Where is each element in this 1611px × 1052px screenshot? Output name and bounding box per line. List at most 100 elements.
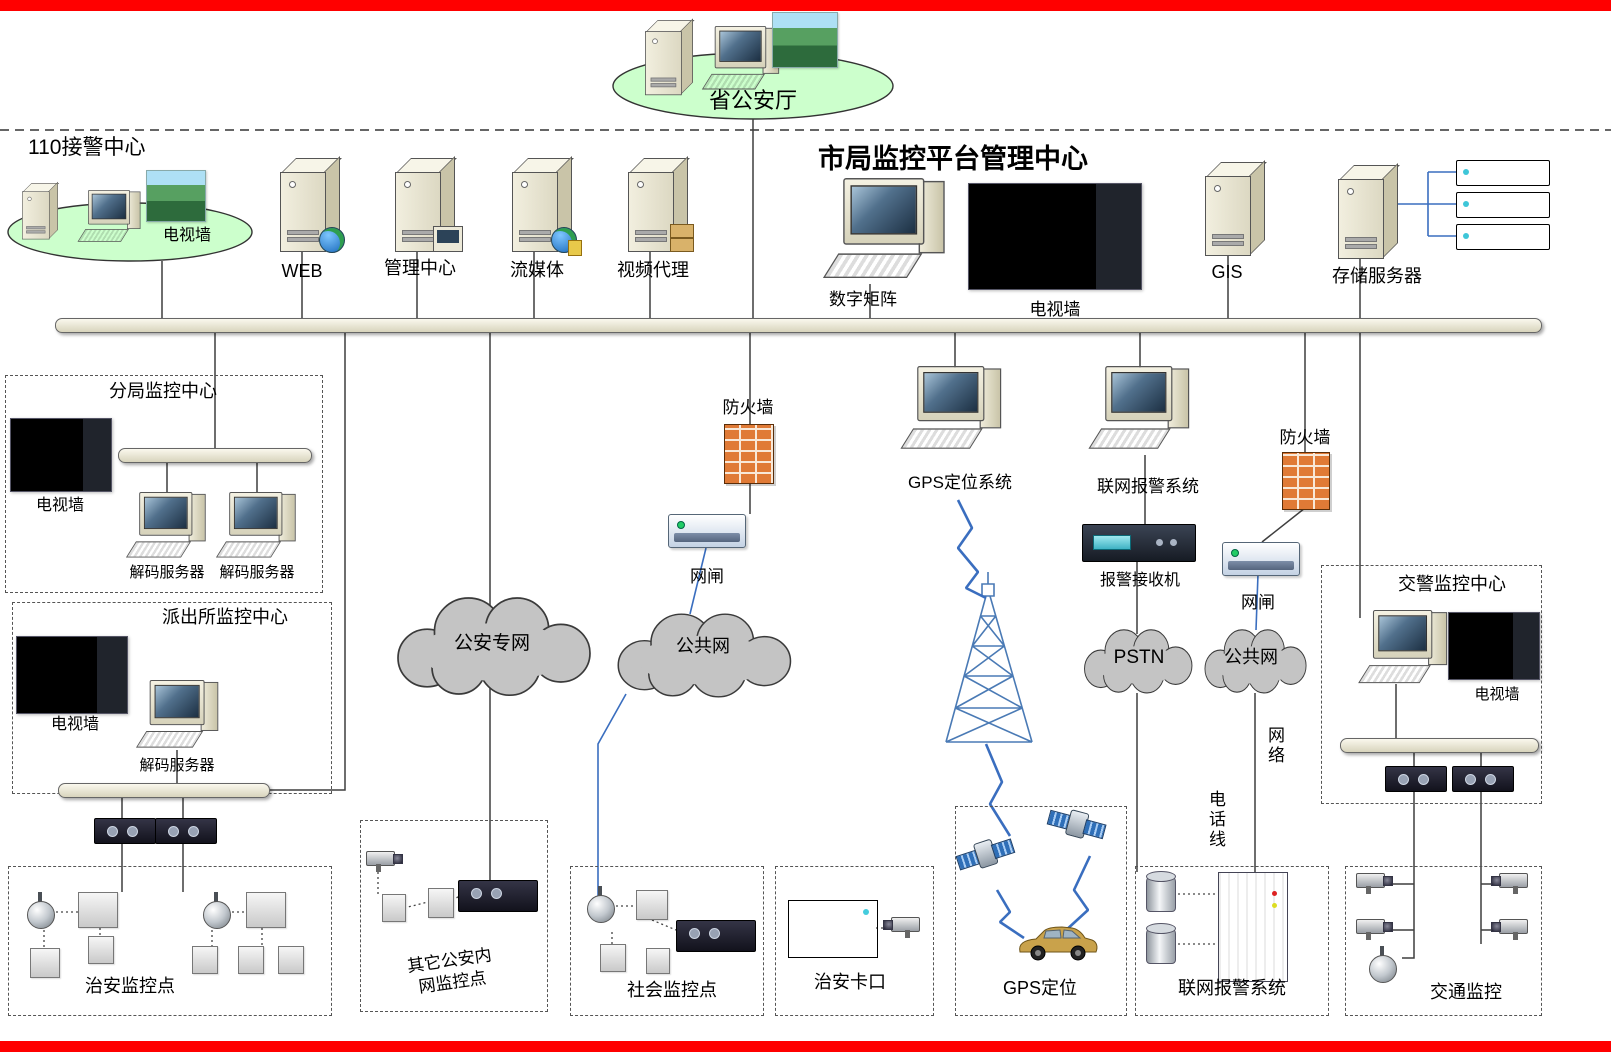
- label-phoneline: 电话线: [1206, 790, 1225, 850]
- label-station-decode: 解码服务器: [139, 757, 215, 774]
- province-server-icon: [645, 18, 695, 96]
- device-box: [382, 894, 406, 922]
- tv-wall-control-panel: [1095, 184, 1141, 289]
- lightning-icon: [995, 889, 1025, 940]
- dotted-device-links: [43, 872, 1218, 950]
- station-bus: [58, 783, 270, 798]
- dome-camera-icon: [1366, 946, 1398, 984]
- box-camera-icon: [366, 848, 404, 874]
- center110-photo-thumbnail: [146, 170, 206, 222]
- network-gate-icon: [668, 514, 746, 548]
- matrix-computer-icon: [820, 178, 945, 282]
- alarm-cabinet-icon: [1218, 872, 1288, 982]
- label-center110: 110接警中心: [28, 136, 146, 159]
- center110-server-icon: [22, 181, 60, 240]
- lightning-icon: [1063, 855, 1092, 933]
- label-gis: GIS: [1211, 262, 1243, 282]
- device-box: [78, 892, 118, 928]
- device-box: [246, 892, 286, 928]
- center110-computer-icon: [76, 190, 141, 244]
- traffic-center-box: [1321, 565, 1542, 804]
- box-camera-icon: [1490, 870, 1528, 896]
- label-traffic-tvwall: 电视墙: [1474, 686, 1520, 703]
- device-box: [600, 944, 626, 972]
- dvr-device: [1452, 766, 1514, 792]
- label-traffic-monitor: 交通监控: [1430, 982, 1502, 1002]
- label-cloud-pstn: PSTN: [1113, 647, 1165, 668]
- mini-monitor-icon: [433, 226, 463, 252]
- security-point-box: [8, 866, 332, 1016]
- city-tv-wall-image: [968, 183, 1142, 290]
- checkpoint-box: [775, 866, 934, 1016]
- traffic-monitor-box: [1345, 866, 1542, 1016]
- connector-lines: [121, 119, 1502, 959]
- lightning-icon: [984, 743, 1012, 837]
- disk-array-unit: [1456, 160, 1550, 186]
- label-firewall2: 防火墙: [1279, 428, 1331, 447]
- label-center110-tvwall: 电视墙: [162, 227, 211, 244]
- box-camera-icon: [1356, 916, 1394, 942]
- dvr-device: [458, 880, 538, 912]
- radio-tower-icon: [945, 572, 1033, 743]
- tv-wall-screens: [969, 184, 1096, 289]
- box-camera-icon: [882, 914, 920, 940]
- branch-bus: [118, 448, 312, 463]
- alarm-receiver-device: [1082, 524, 1196, 562]
- disk-array-unit: [1456, 224, 1550, 250]
- dome-camera-icon: [24, 892, 56, 930]
- label-station-tvwall: 电视墙: [50, 716, 99, 733]
- label-decode1: 解码服务器: [129, 564, 205, 581]
- gps-system-computer: [898, 366, 1002, 452]
- traffic-bus: [1340, 738, 1539, 753]
- gps-location-box: [955, 806, 1127, 1016]
- dome-camera-icon: [584, 886, 616, 924]
- label-province: 省公安厅: [708, 88, 797, 113]
- device-box: [428, 888, 454, 918]
- label-gps-system: GPS定位系统: [908, 473, 1012, 492]
- decode-server-computer: [214, 492, 296, 560]
- dome-camera-icon: [200, 892, 232, 930]
- crate-icon: [670, 224, 694, 252]
- firewall-icon: [1282, 452, 1330, 510]
- label-gateway1: 网闸: [690, 567, 724, 586]
- label-alarm2: 联网报警系统: [1178, 978, 1286, 998]
- device-box: [238, 946, 264, 974]
- device-box: [192, 946, 218, 974]
- decode-server-computer: [124, 492, 206, 560]
- label-firewall1: 防火墙: [722, 398, 774, 417]
- storage-server-icon: [1338, 163, 1400, 259]
- mgmt-server-icon: [395, 156, 463, 252]
- dvr-device: [676, 920, 756, 952]
- province-photo-thumbnail: [772, 12, 838, 68]
- alarm-system-computer: [1086, 366, 1190, 452]
- disk-array-unit: [1456, 192, 1550, 218]
- station-tv-wall-image: [16, 636, 128, 714]
- station-decode-computer: [134, 680, 219, 751]
- car-icon: [1014, 922, 1100, 966]
- label-mgmt: 管理中心: [384, 258, 456, 278]
- traffic-computer-icon: [1356, 610, 1448, 686]
- speaker-icon: [1146, 871, 1176, 912]
- label-decode2: 解码服务器: [219, 564, 295, 581]
- device-box: [88, 936, 114, 964]
- label-station-title: 派出所监控中心: [162, 607, 288, 627]
- branch-tv-wall-image: [10, 418, 112, 492]
- dvr-device: [1385, 766, 1447, 792]
- device-box: [30, 948, 60, 978]
- label-stream: 流媒体: [510, 260, 564, 280]
- alarm-system-box: [1135, 866, 1329, 1016]
- globe-icon: [319, 227, 345, 253]
- film-icon: [568, 240, 582, 256]
- device-box: [636, 890, 668, 920]
- label-cloud-public1: 公共网: [676, 636, 730, 656]
- label-city-title: 市局监控平台管理中心: [818, 144, 1088, 174]
- proxy-server-icon: [628, 156, 694, 252]
- box-camera-icon: [1490, 916, 1528, 942]
- gis-server-icon: [1205, 160, 1267, 256]
- label-social-point: 社会监控点: [627, 980, 717, 1000]
- label-alarm-system: 联网报警系统: [1097, 477, 1199, 496]
- backbone-bus: [55, 318, 1542, 333]
- label-web: WEB: [281, 261, 323, 281]
- top-red-bar: [0, 0, 1611, 11]
- speaker-icon: [1146, 923, 1176, 964]
